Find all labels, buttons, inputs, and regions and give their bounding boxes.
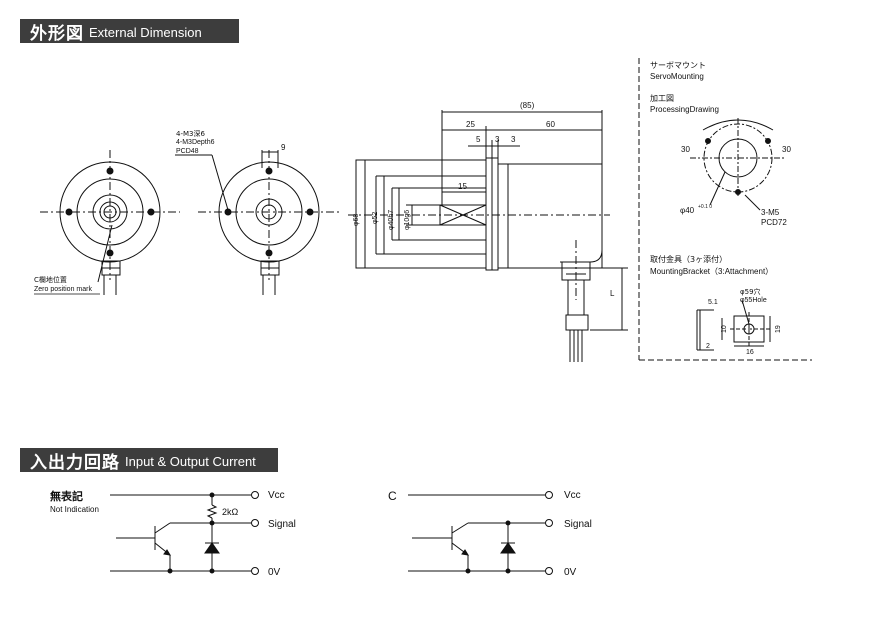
dim-60: 60 <box>546 120 555 129</box>
servo-panel <box>638 58 812 361</box>
left-vcc: Vcc <box>268 490 285 501</box>
dia40-tol: +0.1 0 <box>698 204 712 210</box>
servo-title-jp: サーボマウント <box>650 61 706 70</box>
dia-10: φ10g6 <box>404 210 411 230</box>
dim-3a: 3 <box>495 135 500 144</box>
dim-15: 15 <box>458 182 467 191</box>
dia59-en: φ55Hole <box>740 297 767 304</box>
header-circuit-jp: 入出力回路 <box>30 452 120 473</box>
dim-3b: 3 <box>511 135 516 144</box>
dim-16: 16 <box>746 349 754 356</box>
dim-10: 10 <box>721 325 728 333</box>
servo-title-en: ServoMounting <box>650 72 704 81</box>
dim-2: 2 <box>706 343 710 350</box>
dim-51: 5.1 <box>708 299 718 306</box>
resistor-label: 2kΩ <box>222 507 239 517</box>
pcd72-label: PCD72 <box>761 218 787 227</box>
dia59: φ59穴 <box>740 287 761 296</box>
right-ov: 0V <box>564 567 577 578</box>
right-signal: Signal <box>564 519 592 530</box>
proc-en: ProcessingDrawing <box>650 105 719 114</box>
header-circuit-en: Input & Output Current <box>125 453 256 469</box>
bracket-jp: 取付金具（3ヶ添付） <box>650 254 727 264</box>
front-view <box>40 150 180 295</box>
right-vcc: Vcc <box>564 490 581 501</box>
circuit-left <box>110 491 259 575</box>
tap-line2: 4-M3Depth6 <box>176 139 215 146</box>
section-header-circuit: 入出力回路 Input & Output Current <box>20 448 278 473</box>
dim-25: 25 <box>466 120 475 129</box>
circuit-right <box>408 491 553 575</box>
m5-label: 3-M5 <box>761 208 780 217</box>
circuit-left-title-jp: 無表記 <box>50 489 83 503</box>
proc-jp: 加工図 <box>650 93 674 103</box>
dia-68: φ68 <box>353 214 360 226</box>
rear-view <box>175 150 340 295</box>
header-dimension-jp: 外形図 <box>30 23 84 44</box>
dim-overall: (85) <box>520 101 535 110</box>
dia-52: φ52 <box>372 212 379 224</box>
zero-mark-en: Zero position mark <box>34 286 92 293</box>
header-dimension-en: External Dimension <box>89 24 202 40</box>
rear-dim-9: 9 <box>281 143 286 152</box>
circuit-left-title-en: Not Indication <box>50 505 99 514</box>
tap-line3: PCD48 <box>176 148 199 155</box>
side-view <box>348 110 628 362</box>
dim-L: L <box>610 289 615 298</box>
dim-19: 19 <box>775 325 782 333</box>
dia40-servo: φ40 <box>680 206 695 215</box>
dia-40: φ40h7 <box>388 210 395 230</box>
circuit-right-label: C <box>388 489 397 503</box>
tap-line1: 4-M3深6 <box>176 129 205 138</box>
bracket-en: MountingBracket（3:Attachment） <box>650 267 773 276</box>
left-signal: Signal <box>268 519 296 530</box>
zero-mark-jp: C欄地位置 <box>34 275 67 284</box>
left-ov: 0V <box>268 567 281 578</box>
section-header-dimension: 外形図 External Dimension <box>20 19 239 44</box>
dim-5: 5 <box>476 135 481 144</box>
angle-left: 30 <box>681 145 690 154</box>
angle-right: 30 <box>782 145 791 154</box>
